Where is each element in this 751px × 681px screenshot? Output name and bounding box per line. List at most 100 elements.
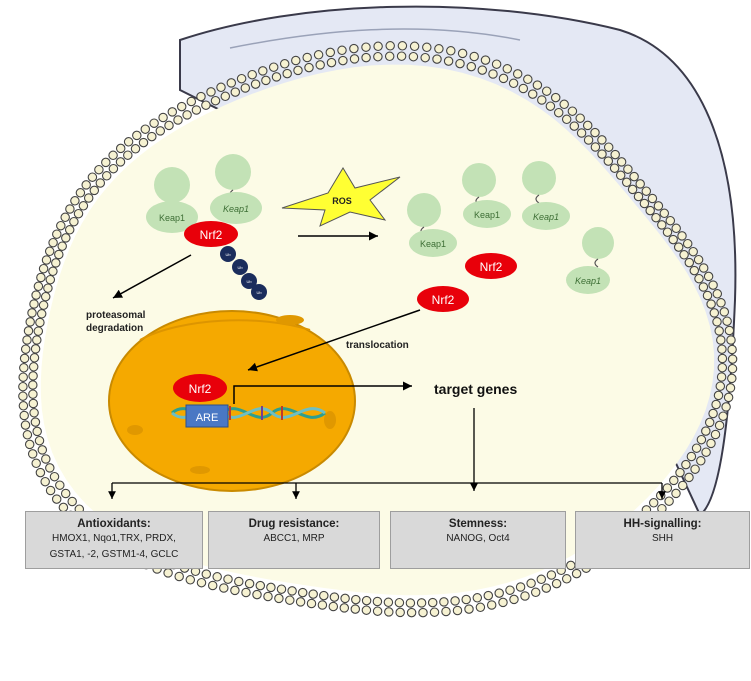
membrane-bead [659,208,670,219]
membrane-bead [712,317,722,327]
membrane-bead [475,602,486,613]
membrane-bead [40,291,51,302]
membrane-bead [713,390,724,401]
membrane-bead [702,290,713,301]
membrane-bead [395,607,405,618]
membrane-bead [108,150,118,161]
ub-label: Ub [256,290,262,295]
membrane-bead [689,265,700,276]
are-box [185,404,229,428]
membrane-bead [32,335,42,345]
membrane-bead [255,580,266,591]
membrane-bead [671,223,681,234]
membrane-bead [582,120,593,131]
stemness-box: Stemness: NANOG, Oct4 [390,511,566,569]
membrane-bead [18,391,28,401]
membrane-bead [293,65,303,76]
membrane-bead [686,451,697,462]
membrane-bead [432,54,442,64]
membrane-bead [196,577,207,588]
membrane-bead [684,257,695,268]
keap1-label: Keap1 [420,239,446,249]
membrane-bead [455,58,465,69]
membrane-bead [34,435,45,446]
ub-label: Ub [225,252,231,257]
membrane-bead [526,578,536,589]
membrane-bead [317,600,328,610]
membrane-bead [515,582,526,592]
membrane-bead [230,585,240,596]
membrane-bead [45,274,56,285]
membrane-bead [89,185,100,196]
membrane-bead [28,398,39,409]
membrane-bead [291,55,301,66]
membrane-bead [610,149,620,160]
membrane-bead [452,605,463,616]
membrane-bead [629,171,639,182]
membrane-bead [684,472,694,483]
membrane-bead [41,255,52,265]
membrane-bead [33,281,44,292]
membrane-bead [502,64,513,74]
stemness-line: NANOG, Oct4 [446,533,510,544]
membrane-bead [201,569,212,579]
membrane-bead [722,316,732,326]
membrane-bead [266,582,276,593]
membrane-bead [603,156,614,166]
membrane-bead [677,231,687,241]
membrane-bead [49,471,60,482]
membrane-bead [101,157,111,168]
membrane-bead [653,201,664,211]
nucleolus-spot [324,411,336,429]
membrane-bead [532,80,543,90]
membrane-bead [561,574,572,584]
membrane-bead [724,325,735,336]
membrane-bead [155,126,166,136]
membrane-bead [234,576,244,587]
membrane-bead [394,597,405,608]
membrane-bead [28,380,38,390]
membrane-bead [498,73,509,84]
membrane-bead [268,62,279,72]
keap1-label: Keap1 [575,276,601,286]
membrane-bead [186,96,197,107]
membrane-bead [641,186,652,196]
membrane-bead [287,586,297,596]
membrane-bead [373,51,383,62]
membrane-bead [512,69,523,79]
membrane-bead [450,596,460,606]
membrane-bead [78,201,89,211]
membrane-bead [726,335,736,345]
membrane-bead [520,591,530,601]
membrane-bead [158,112,168,123]
membrane-bead [509,594,519,605]
membrane-bead [406,607,417,618]
membrane-bead [469,51,479,62]
nrf2-free [465,253,517,279]
membrane-bead [639,198,650,209]
membrane-bead [657,220,667,230]
membrane-bead [701,447,711,457]
membrane-bead [19,410,29,421]
membrane-bead [247,69,257,80]
nrf2-nuclear [173,374,227,402]
hh-signalling-box: HH-signalling: SHH [575,511,750,569]
membrane-bead [147,131,157,142]
membrane-bead [60,212,70,223]
membrane-bead [727,373,737,384]
membrane-bead [30,417,41,427]
membrane-bead [87,172,98,182]
membrane-bead [571,568,582,579]
antioxidants-box: Antioxidants: HMOX1, Nqo1,TRX, PRDX, GST… [25,511,203,569]
membrane-bead [623,164,633,174]
membrane-bead [701,426,711,436]
membrane-bead [328,601,339,612]
membrane-bead [115,157,126,167]
membrane-bead [603,142,614,152]
membrane-bead [675,467,685,478]
membrane-bead [241,587,251,598]
membrane-bead [651,212,661,223]
membrane-bead [494,588,504,598]
membrane-bead [56,220,66,231]
ros-label: ROS [332,196,352,206]
